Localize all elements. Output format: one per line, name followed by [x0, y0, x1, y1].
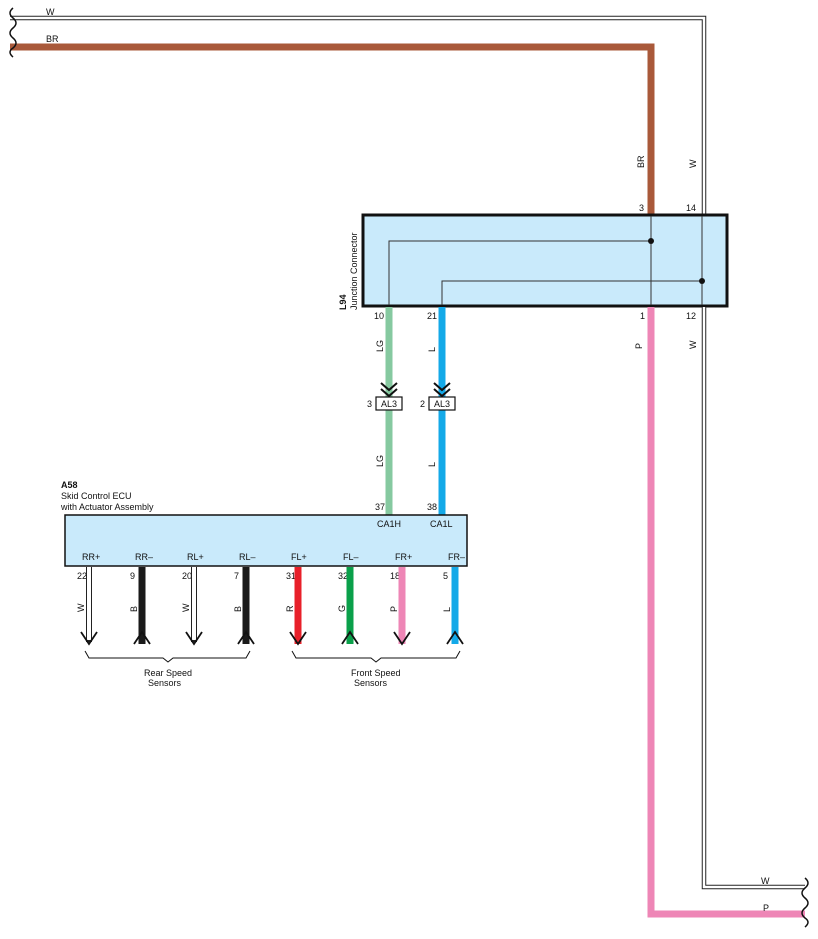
ecu-name-line2: with Actuator Assembly [60, 502, 154, 512]
up-arrow-icon [341, 630, 359, 645]
ecu-pin-number: 32 [338, 571, 348, 581]
ecu-pin-number: 7 [234, 571, 239, 581]
p-wire [647, 307, 805, 918]
ecu-pin-number: 5 [443, 571, 448, 581]
down-arrow-icon [80, 631, 98, 646]
ecu-pin-number: 31 [286, 571, 296, 581]
ecu-terminal-label: RR+ [82, 552, 100, 562]
ecu-terminal-label: FL– [343, 552, 359, 562]
up-arrow-icon [237, 630, 255, 645]
ecu-terminal-label: RL– [239, 552, 256, 562]
junction-pin-14: 14 [686, 203, 696, 213]
ecu-name-line1: Skid Control ECU [61, 491, 132, 501]
connector-name: AL3 [381, 399, 397, 409]
sensor-wire-color-label: P [389, 606, 399, 612]
junction-internal-lines [388, 216, 703, 305]
top-w-label: W [46, 7, 55, 17]
rear-sensors-label-line2: Sensors [148, 678, 182, 688]
sensor-wire-color-label: B [233, 606, 243, 612]
rear-sensor-bracket [84, 650, 251, 663]
ecu-pin-number: 20 [182, 571, 192, 581]
wire-break-mark-left [9, 7, 17, 58]
lg-lower-label: LG [375, 455, 385, 467]
ecu-box [64, 514, 468, 567]
sensor-wire-color-label: W [181, 603, 191, 612]
w-vertical-label: W [688, 159, 698, 168]
l-upper-label: L [427, 347, 437, 352]
w-vertical-label-lower: W [688, 340, 698, 349]
splice-dot [699, 278, 705, 284]
wire-break-mark-right [801, 877, 809, 928]
p-vertical-label: P [634, 343, 644, 349]
ecu-terminal-ca1h: CA1H [377, 519, 401, 529]
br-vertical-label: BR [636, 155, 646, 168]
junction-pin-1: 1 [640, 311, 645, 321]
connector-al3-l [428, 382, 456, 411]
ecu-terminal-label: FL+ [291, 552, 307, 562]
junction-pin-3: 3 [639, 203, 644, 213]
ecu-terminal-label: RL+ [187, 552, 204, 562]
junction-pin-10: 10 [374, 311, 384, 321]
sensor-wire-color-label: B [129, 606, 139, 612]
l-lower-label: L [427, 462, 437, 467]
bottom-p-label: P [763, 903, 769, 913]
up-arrow-icon [133, 630, 151, 645]
up-arrow-icon [446, 630, 464, 645]
junction-connector-box [361, 213, 729, 308]
ecu-pin-37: 37 [375, 502, 385, 512]
sensor-wire-color-label: L [442, 607, 452, 612]
connector-al3-lg [375, 382, 403, 411]
ecu-pin-number: 18 [390, 571, 400, 581]
top-w-wire [10, 15, 707, 216]
rear-sensors-label-line1: Rear Speed [144, 668, 192, 678]
down-arrow-icon [185, 631, 203, 646]
down-arrow-icon [289, 631, 307, 646]
sensor-wire-color-label: R [285, 605, 295, 612]
ecu-terminal-label: RR– [135, 552, 153, 562]
top-br-wire [10, 43, 655, 216]
junction-pin-12: 12 [686, 311, 696, 321]
ecu-terminal-label: FR+ [395, 552, 412, 562]
junction-name: Junction Connector [349, 232, 359, 310]
connector-name: AL3 [434, 399, 450, 409]
ecu-pin-38: 38 [427, 502, 437, 512]
down-arrow-icon [393, 631, 411, 646]
front-sensors-label-line1: Front Speed [351, 668, 401, 678]
ecu-terminal-ca1l: CA1L [430, 519, 453, 529]
connector-pin: 3 [367, 399, 372, 409]
ecu-terminals: RR+ 22W RR–9B RL+ 20W RL–7B FL+ 31R FL– 32G FR+ 18P… [76, 552, 465, 646]
front-sensor-bracket [291, 650, 461, 663]
ecu-terminal-label: FR– [448, 552, 465, 562]
lg-upper-label: LG [375, 340, 385, 352]
junction-code: L94 [338, 294, 348, 310]
sensor-wire-color-label: G [337, 605, 347, 612]
ecu-pin-number: 22 [77, 571, 87, 581]
bottom-w-wire [701, 307, 805, 890]
ecu-pin-number: 9 [130, 571, 135, 581]
connector-pin: 2 [420, 399, 425, 409]
junction-pin-21: 21 [427, 311, 437, 321]
ecu-code: A58 [61, 480, 78, 490]
top-br-label: BR [46, 34, 59, 44]
splice-dot [648, 238, 654, 244]
front-sensors-label-line2: Sensors [354, 678, 388, 688]
sensor-wire-color-label: W [76, 603, 86, 612]
bottom-w-label: W [761, 876, 770, 886]
